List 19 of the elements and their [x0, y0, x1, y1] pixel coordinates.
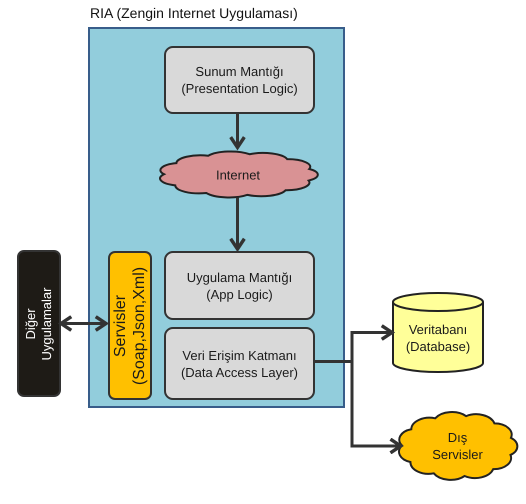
- service-bar: [108, 251, 152, 400]
- node-label: Internet: [214, 166, 262, 183]
- process-box: [164, 251, 315, 320]
- arrow: [228, 198, 246, 251]
- arrow: [228, 112, 246, 150]
- arrow: [59, 314, 108, 332]
- vertical-label: Servisler (Soap,Json,Xml): [111, 265, 149, 387]
- database-cylinder: [392, 293, 484, 372]
- process-box: [164, 327, 315, 400]
- node-label: Veritabanı (Database): [404, 321, 472, 356]
- node-label: Uygulama Mantığı (App Logic): [186, 268, 294, 302]
- node-label: Sunum Mantığı (Presentation Logic): [180, 63, 299, 97]
- node-label: Dış Servisler: [431, 429, 484, 463]
- node-label: Veri Erişim Katmanı (Data Access Layer): [180, 346, 300, 380]
- process-box: [164, 46, 315, 114]
- service-bar: [17, 250, 61, 397]
- application-panel: [88, 27, 345, 408]
- panel-title: RIA (Zengin Internet Uygulaması): [90, 5, 298, 21]
- vertical-label: Diğer Uygulamalar: [23, 286, 55, 362]
